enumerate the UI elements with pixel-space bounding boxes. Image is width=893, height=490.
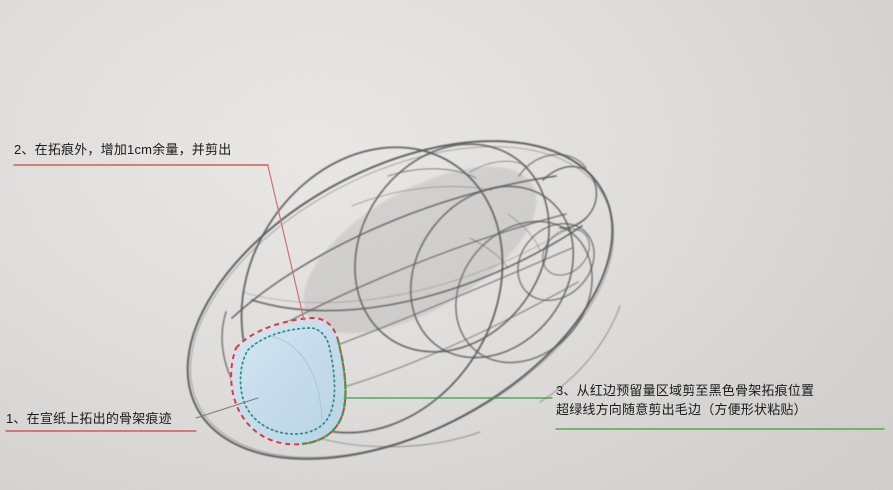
paper-cut-panel <box>230 317 347 446</box>
callout-underlines <box>5 164 885 432</box>
pencil-shading <box>303 166 537 334</box>
annotation-step-3-line-1: 3、从红边预留量区域剪至黑色骨架拓痕位置 <box>556 383 815 398</box>
annotation-step-1: 1、在宣纸上拓出的骨架痕迹 <box>6 411 172 426</box>
annotation-step-3-line-2: 超绿线方向随意剪出毛边（方便形状粘贴） <box>556 401 807 417</box>
annotation-step-2: 2、在拓痕外，增加1cm余量，并剪出 <box>14 142 232 157</box>
callout-leader-lines <box>195 165 553 419</box>
annotation-step-3: 3、从红边预留量区域剪至黑色骨架拓痕位置 超绿线方向随意剪出毛边（方便形状粘贴） <box>556 382 886 420</box>
